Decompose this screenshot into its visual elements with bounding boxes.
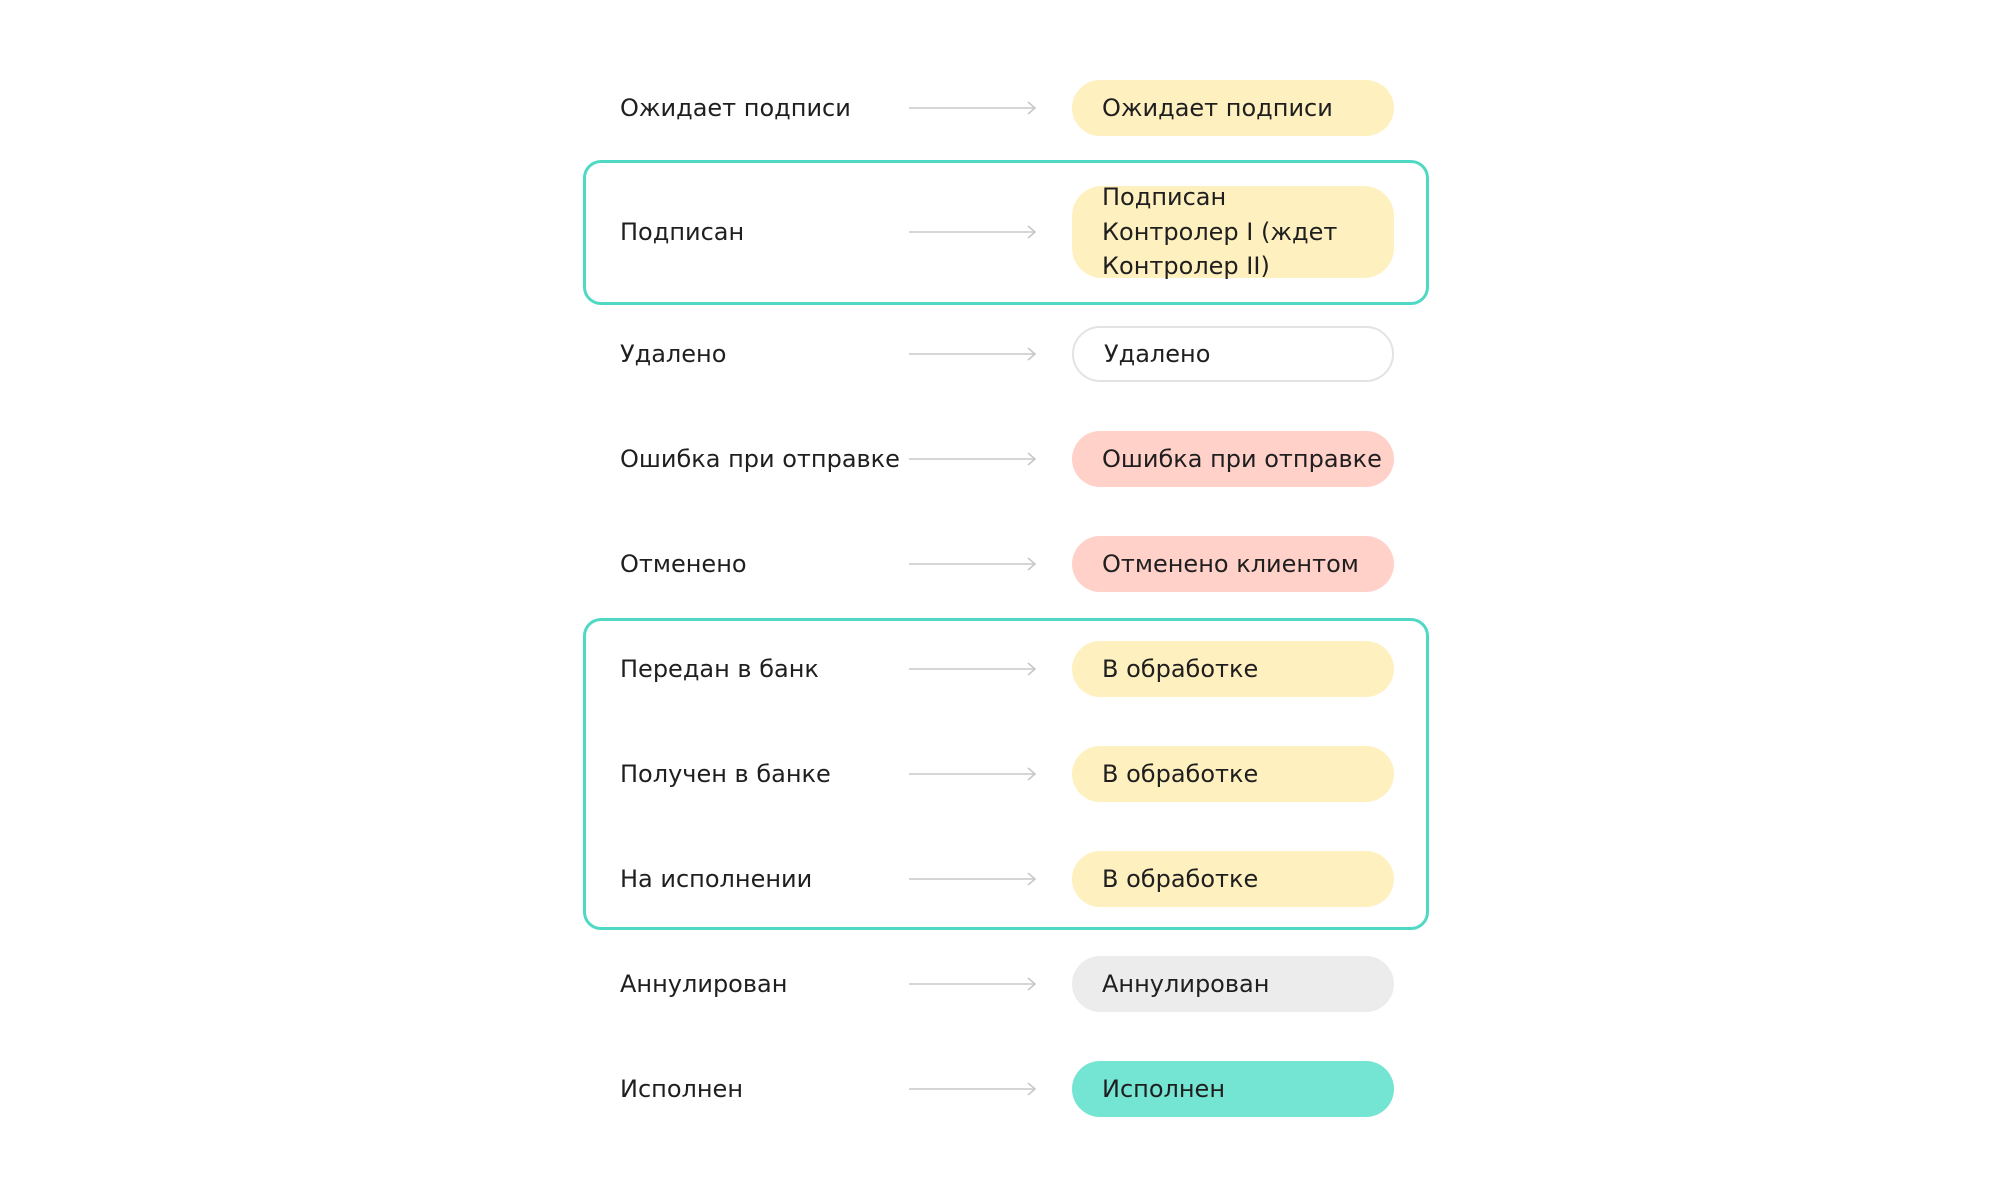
- target-status-badge: В обработке: [1072, 851, 1394, 907]
- source-status-label: Исполнен: [620, 1075, 744, 1103]
- arrow-right-icon: [909, 101, 1037, 115]
- target-status-badge: Ожидает подписи: [1072, 80, 1394, 136]
- arrow-right-icon: [909, 347, 1037, 361]
- group-frame-processing: [583, 618, 1429, 930]
- arrow-right-icon: [909, 1082, 1037, 1096]
- arrow-right-icon: [909, 225, 1037, 239]
- target-status-badge: Ошибка при отправке: [1072, 431, 1394, 487]
- arrow-right-icon: [909, 662, 1037, 676]
- target-status-badge: В обработке: [1072, 746, 1394, 802]
- source-status-label: На исполнении: [620, 865, 813, 893]
- source-status-label: Получен в банке: [620, 760, 831, 788]
- target-status-badge: В обработке: [1072, 641, 1394, 697]
- group-frame-signed: [583, 160, 1429, 305]
- arrow-right-icon: [909, 872, 1037, 886]
- source-status-label: Отменено: [620, 550, 747, 578]
- arrow-right-icon: [909, 452, 1037, 466]
- source-status-label: Аннулирован: [620, 970, 788, 998]
- source-status-label: Подписан: [620, 218, 745, 246]
- arrow-right-icon: [909, 977, 1037, 991]
- arrow-right-icon: [909, 557, 1037, 571]
- arrow-right-icon: [909, 767, 1037, 781]
- target-status-badge: Подписан Контролер I (ждет Контролер II): [1072, 183, 1394, 280]
- target-status-badge: Аннулирован: [1072, 956, 1394, 1012]
- source-status-label: Ошибка при отправке: [620, 445, 900, 473]
- target-status-badge: Исполнен: [1072, 1061, 1394, 1117]
- source-status-label: Ожидает подписи: [620, 94, 851, 122]
- target-status-badge: Удалено: [1072, 326, 1394, 382]
- source-status-label: Передан в банк: [620, 655, 819, 683]
- source-status-label: Удалено: [620, 340, 727, 368]
- target-status-badge: Отменено клиентом: [1072, 536, 1394, 592]
